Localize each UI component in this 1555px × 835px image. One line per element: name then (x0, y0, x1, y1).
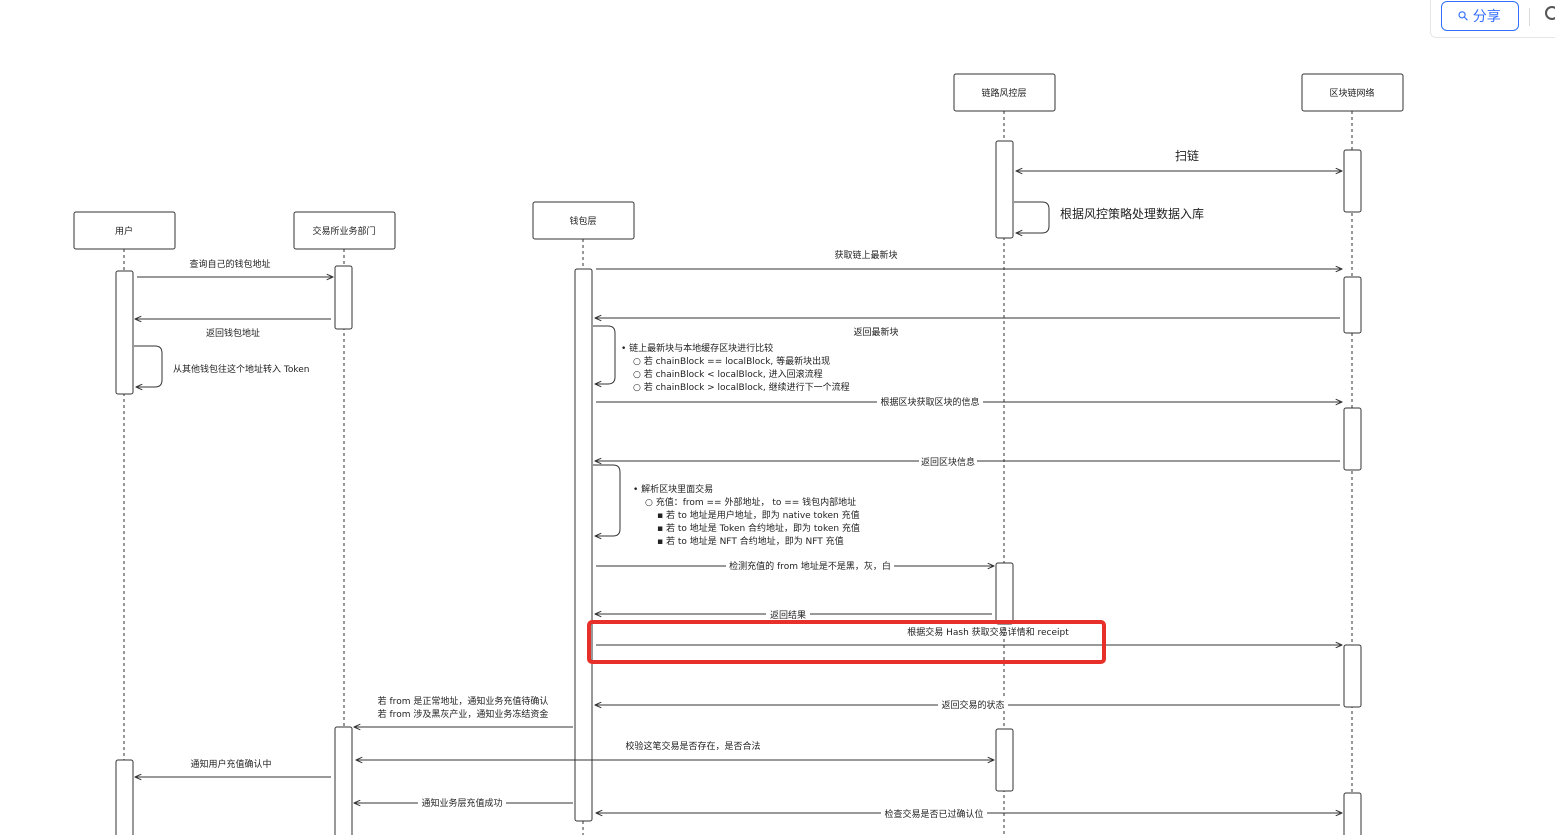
activation-chain-2 (1343, 276, 1362, 334)
label-query-addr: 查询自己的钱包地址 (189, 258, 270, 270)
note-compare-4: ○ 若 chainBlock > localBlock, 继续进行下一个流程 (633, 381, 850, 393)
note-compare-2: ○ 若 chainBlock == localBlock, 等最新块出现 (633, 355, 830, 367)
label-return-addr: 返回钱包地址 (206, 327, 260, 339)
highlight-box (587, 620, 1106, 664)
label-transfer: 从其他钱包往这个地址转入 Token (173, 363, 309, 375)
label-notify-success: 通知业务层充值成功 (421, 797, 502, 809)
activation-chain-5 (1343, 792, 1362, 835)
activation-user-1 (115, 270, 134, 395)
participant-exchange-label: 交易所业务部门 (312, 225, 375, 237)
label-get-info: 根据区块获取区块的信息 (880, 396, 979, 408)
participant-wallet (532, 201, 635, 240)
share-toolbar: ⚲ 分享 (1430, 0, 1555, 38)
share-button-label: 分享 (1472, 9, 1501, 25)
label-return-info: 返回区块信息 (921, 456, 975, 468)
arrow-parse-self (593, 464, 621, 536)
toolbar-divider (1529, 8, 1530, 26)
activation-user-2 (115, 759, 134, 835)
link-icon: ⚲ (1455, 7, 1473, 25)
participant-exchange (293, 211, 396, 250)
participant-risk (953, 73, 1056, 112)
note-parse-4: ▪ 若 to 地址是 Token 合约地址，即为 token 充值 (657, 522, 860, 534)
note-parse-1: • 解析区块里面交易 (633, 483, 713, 495)
participant-chain-label: 区块链网络 (1329, 87, 1374, 99)
label-return-result: 返回结果 (770, 609, 806, 621)
label-scan: 扫链 (1175, 148, 1199, 163)
participant-user (73, 211, 176, 250)
note-parse-3: ▪ 若 to 地址是用户地址，即为 native token 充值 (657, 509, 860, 521)
activation-risk-2 (995, 562, 1014, 625)
label-return-latest: 返回最新块 (853, 326, 898, 338)
activation-exchange-2 (334, 726, 353, 835)
participant-risk-label: 链路风控层 (981, 87, 1026, 99)
activation-exchange-1 (334, 265, 353, 330)
note-parse-5: ▪ 若 to 地址是 NFT 合约地址，即为 NFT 充值 (657, 535, 844, 547)
arrow-risk-store (1014, 201, 1050, 233)
more-icon[interactable] (1545, 6, 1555, 20)
label-return-status: 返回交易的状态 (941, 699, 1004, 711)
arrow-compare-self (593, 325, 616, 384)
activation-chain-4 (1343, 644, 1362, 708)
arrow-transfer (134, 345, 163, 387)
label-notify-user: 通知用户充值确认中 (190, 758, 271, 770)
participant-chain (1301, 73, 1404, 112)
participant-wallet-label: 钱包层 (569, 215, 596, 227)
participant-user-label: 用户 (115, 225, 133, 237)
activation-chain-1 (1343, 149, 1362, 213)
label-risk-store: 根据风控策略处理数据入库 (1060, 206, 1204, 221)
note-compare-3: ○ 若 chainBlock < localBlock, 进入回滚流程 (633, 368, 823, 380)
label-check-confirm: 检查交易是否已过确认位 (884, 808, 983, 820)
label-get-receipt: 根据交易 Hash 获取交易详情和 receipt (907, 626, 1069, 638)
activation-risk-1 (995, 140, 1014, 239)
label-check-from: 检测充值的 from 地址是不是黑，灰，白 (729, 560, 891, 572)
label-verify: 校验这笔交易是否存在，是否合法 (625, 740, 760, 752)
activation-wallet (574, 268, 593, 822)
share-button[interactable]: ⚲ 分享 (1441, 1, 1519, 31)
activation-risk-3 (995, 728, 1014, 792)
activation-chain-3 (1343, 407, 1362, 471)
note-notify-exchange-2: 若 from 涉及黑灰产业，通知业务冻结资金 (378, 708, 549, 720)
label-get-latest: 获取链上最新块 (834, 249, 897, 261)
note-parse-2: ○ 充值：from == 外部地址， to == 钱包内部地址 (645, 496, 856, 508)
note-notify-exchange-1: 若 from 是正常地址，通知业务充值待确认 (378, 695, 549, 707)
note-compare-1: • 链上最新块与本地缓存区块进行比较 (621, 342, 773, 354)
